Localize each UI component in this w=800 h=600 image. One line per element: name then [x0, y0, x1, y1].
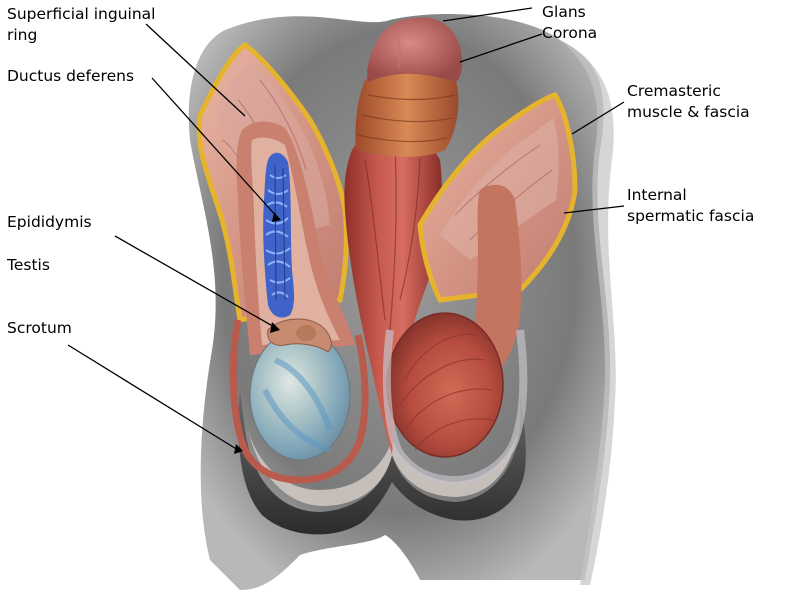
label-superficial-inguinal-ring-line1: Superficial inguinal [7, 5, 156, 23]
leader-lines [67, 7, 625, 451]
label-corona: Corona [542, 24, 598, 42]
label-internal-spermatic-line1: Internal [627, 186, 687, 204]
leader-ductus-deferens [151, 77, 279, 219]
label-cremasteric-line2: muscle & fascia [627, 103, 750, 121]
leader-internal-spermatic [563, 205, 625, 214]
glans [367, 17, 462, 82]
leader-corona [459, 33, 543, 63]
label-glans: Glans [542, 3, 586, 21]
label-internal-spermatic-line2: spermatic fascia [627, 207, 755, 225]
label-superficial-inguinal-ring-line2: ring [7, 26, 38, 44]
label-internal-spermatic: Internal spermatic fascia [627, 185, 754, 227]
leader-cremasteric [571, 101, 625, 135]
label-cremasteric: Cremasteric muscle & fascia [627, 81, 750, 123]
label-superficial-inguinal-ring: Superficial inguinal ring [7, 4, 155, 46]
corona [355, 68, 459, 157]
label-ductus-deferens: Ductus deferens [7, 67, 135, 85]
leader-epididymis [114, 235, 277, 329]
leader-superficial-inguinal-ring [145, 23, 246, 117]
label-cremasteric-line1: Cremasteric [627, 82, 721, 100]
label-epididymis: Epididymis [7, 213, 92, 231]
label-scrotum: Scrotum [7, 319, 72, 337]
leader-glans [442, 7, 533, 22]
label-testis: Testis [7, 256, 50, 274]
ductus-deferens-veins [263, 152, 294, 318]
leader-scrotum [67, 344, 239, 451]
right-testis [386, 312, 504, 458]
